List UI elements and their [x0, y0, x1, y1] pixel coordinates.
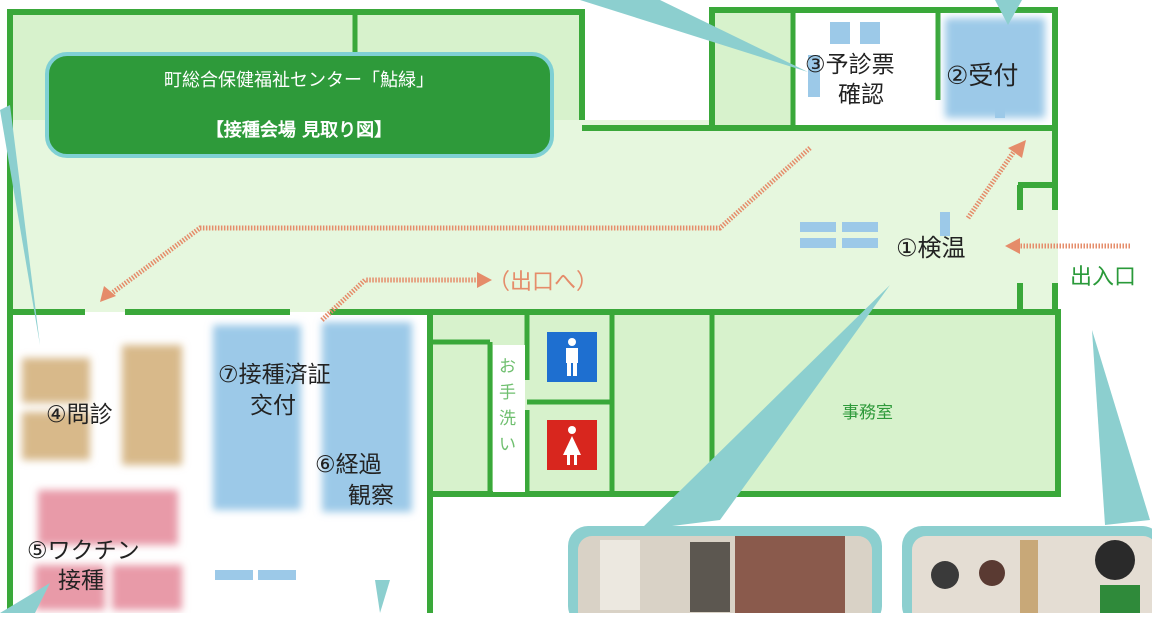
certificate-zone [213, 325, 301, 510]
svg-text:洗: 洗 [499, 409, 516, 429]
interview-zone [22, 345, 182, 465]
step-observation-label-2: 観察 [348, 483, 394, 509]
step-questionnaire-label-1: ③予診票 [805, 52, 895, 78]
step-interview-label: ④問診 [46, 402, 113, 428]
step-temperature-label: ①検温 [896, 234, 966, 262]
svg-text:い: い [499, 435, 516, 455]
male-restroom-icon [547, 332, 597, 382]
exit-label: （出口へ） [488, 270, 598, 295]
title-panel: 町総合保健福祉センター「鮎緑」 【接種会場 見取り図】 [45, 52, 554, 158]
female-restroom-icon [547, 420, 597, 470]
step-certificate-label-1: ⑦接種済証 [218, 362, 331, 388]
svg-text:手: 手 [499, 383, 516, 403]
entrance-label: 出入口 [1070, 265, 1136, 290]
desks [215, 22, 1005, 580]
step-reception-label: ②受付 [946, 61, 1018, 90]
vaccination-zone [35, 490, 182, 610]
office-label: 事務室 [842, 403, 893, 423]
arrow-heads [100, 140, 1026, 302]
title-line-2: 【接種会場 見取り図】 [206, 119, 392, 141]
handwash-label: お 手 洗 い [499, 357, 516, 455]
step-vaccination-label-1: ⑤ワクチン [27, 538, 140, 564]
svg-text:お: お [499, 357, 516, 377]
photo-temperature-check [568, 526, 882, 617]
step-questionnaire-label-2: 確認 [838, 82, 884, 108]
step-certificate-label-2: 交付 [250, 393, 296, 419]
observation-zone [322, 322, 412, 512]
route-arrows [106, 146, 1130, 322]
step-observation-label-1: ⑥経過 [315, 452, 382, 478]
photo-entrance [902, 526, 1152, 617]
title-line-1: 町総合保健福祉センター「鮎緑」 [164, 70, 434, 91]
step-vaccination-label-2: 接種 [58, 568, 104, 594]
